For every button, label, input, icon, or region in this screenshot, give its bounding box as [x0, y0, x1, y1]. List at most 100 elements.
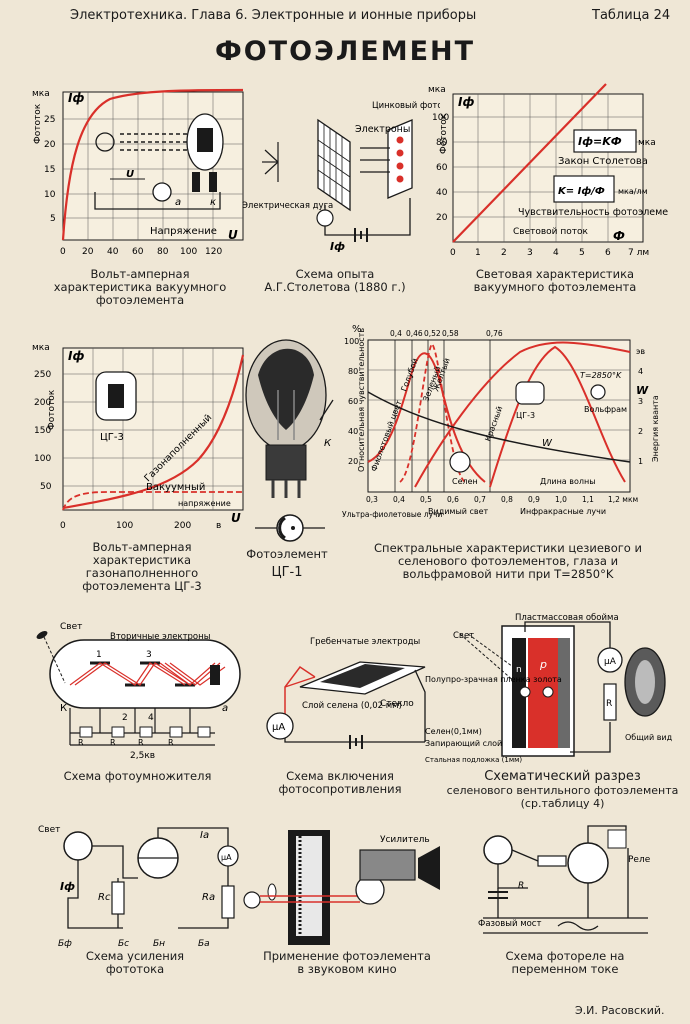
ytick: 5: [50, 214, 56, 224]
x-symbol: U: [228, 228, 238, 242]
xtick: 20: [82, 247, 94, 257]
panel7-caption: Схема фотоумножителя: [63, 769, 212, 783]
arc-label: Электрическая дуга: [242, 201, 333, 211]
ac-photorelay-diagram: Реле R Фазовый мост: [478, 825, 651, 934]
page-title: ФОТОЭЛЕМЕНТ: [214, 36, 476, 67]
panel9-subcaption: селенового вентильного фотоэлемента (ср.…: [446, 784, 679, 810]
formula2-unit: мка/лм: [618, 187, 648, 196]
r-label: R: [168, 738, 174, 747]
iphi-label: Iф: [60, 880, 75, 893]
formula1-unit: мка: [638, 138, 656, 148]
volt-label: 2,5кв: [130, 751, 155, 761]
cg3-label: ЦГ-3: [516, 411, 535, 420]
xtick: 6: [605, 248, 611, 258]
meter-icon: [152, 182, 172, 202]
ytick: 50: [40, 482, 52, 492]
xtick: 80: [157, 247, 169, 257]
formula1-box: [573, 129, 637, 153]
eye-curve: [399, 342, 466, 483]
sensitivity-label: Чувствительность фотоэлемента: [518, 207, 668, 218]
cg1-bulb-illustration: К: [245, 339, 334, 498]
panel12-caption: Схема фотореле на переменном токе: [505, 949, 625, 976]
formula1: Iф=KФ: [578, 135, 622, 148]
uv-label: Ультра-фиолетовые лучи: [342, 510, 442, 519]
ytick: 80: [436, 138, 448, 148]
layer-label: Слой селена (0,02 мм): [302, 701, 402, 711]
selen-label: Селен: [452, 477, 478, 486]
xtick: 5: [579, 248, 585, 258]
r-label: R: [110, 738, 116, 747]
voltage-label: напряжение: [178, 499, 231, 508]
galvanometer-icon: [316, 209, 334, 227]
left-axis-label: Относительная чувствительность: [357, 328, 366, 472]
selenium-curve: [489, 345, 626, 488]
chapter-header: Электротехника. Глава 6. Электронные и и…: [70, 8, 477, 23]
p-label: p: [539, 658, 547, 671]
light-label: Свет: [38, 825, 60, 835]
tungsten-label: Вольфрам: [584, 405, 627, 414]
table-number: Таблица 24: [592, 8, 671, 23]
xtick: 3: [527, 248, 533, 258]
grid-electrode: [317, 118, 351, 212]
ytick: 250: [34, 370, 51, 380]
vacuum-tube-icon: [567, 842, 609, 884]
photocell-icon: [483, 835, 513, 865]
dynode-num: 3: [146, 650, 152, 660]
r-label: R: [606, 699, 612, 709]
xtick: 40: [107, 247, 119, 257]
electrons-label: Электроны: [355, 124, 410, 135]
cathode-label: к: [210, 197, 216, 208]
temp-label: T=2850°K: [580, 371, 622, 380]
y-axis-label: Фототок: [439, 113, 449, 154]
phi-symbol: Ф: [613, 229, 625, 243]
spectral-chart: ЦГ-3 Вольфрам T=2850°K Селен W Длина вол…: [342, 324, 660, 519]
xtick: в: [216, 521, 221, 531]
stoletov-experiment-diagram: Электроны Цинковый фото-катод Электричес…: [242, 101, 440, 253]
right-axis-label: Энергия кванта: [651, 395, 660, 462]
toptick: 0,58: [442, 329, 459, 338]
bat-label: Бс: [118, 939, 129, 949]
btick: 1,0: [555, 495, 567, 504]
dynode-num: 2: [122, 713, 128, 723]
btick: 1,2 мкм: [608, 495, 638, 504]
panel1-caption: Вольт-амперная характеристика вакуумного…: [53, 267, 227, 307]
view-label: Общий вид: [625, 733, 673, 742]
y-symbol: Iф: [458, 95, 474, 109]
arc-icon: [262, 142, 279, 182]
x-symbol: U: [231, 511, 241, 525]
k-label: К: [60, 703, 67, 714]
iphi-label: Iф: [330, 240, 345, 253]
anode-label: a: [175, 197, 181, 208]
bat-label: Бн: [153, 939, 165, 949]
exciter-lamp-icon: [243, 891, 261, 909]
rtick: 1: [638, 457, 643, 466]
steel-label: Стальная подложка (1мм): [425, 756, 522, 764]
zinc-cathode: [387, 119, 413, 199]
relay-icon: [607, 829, 627, 849]
k-label: К: [324, 438, 332, 449]
vacuum-curve: [62, 491, 243, 511]
amplifier-box: [359, 849, 416, 881]
btick: 0,8: [501, 495, 513, 504]
rc-label: Rc: [98, 892, 111, 903]
xtick: 120: [205, 247, 222, 257]
microammeter-icon: [266, 712, 294, 740]
vacuum-iv-chart: U a к мка Iф Фототок 25 20 15 10 5 0 20 …: [32, 88, 244, 257]
xtick: 7 лм: [628, 248, 649, 258]
xtick: 1: [475, 248, 481, 258]
author-signature: Э.И. Расовский.: [575, 1004, 665, 1017]
btick: 0,3: [366, 495, 378, 504]
bat-label: Бф: [58, 939, 72, 949]
xtick: 4: [553, 248, 559, 258]
ytick: 20: [44, 140, 56, 150]
unit-label: мка: [32, 343, 50, 353]
w-right: W: [636, 384, 649, 397]
wave-label: Длина волны: [540, 477, 596, 486]
bat-label: Бa: [198, 939, 210, 949]
pct-label: %: [352, 324, 362, 335]
panel9-caption: Схематический разрез: [484, 769, 641, 784]
panel5-label: Фотоэлемент: [246, 547, 328, 561]
dynode-num: 4: [148, 713, 154, 723]
photocell-symbol: [255, 514, 325, 542]
y-axis-label: Фототок: [47, 389, 57, 430]
